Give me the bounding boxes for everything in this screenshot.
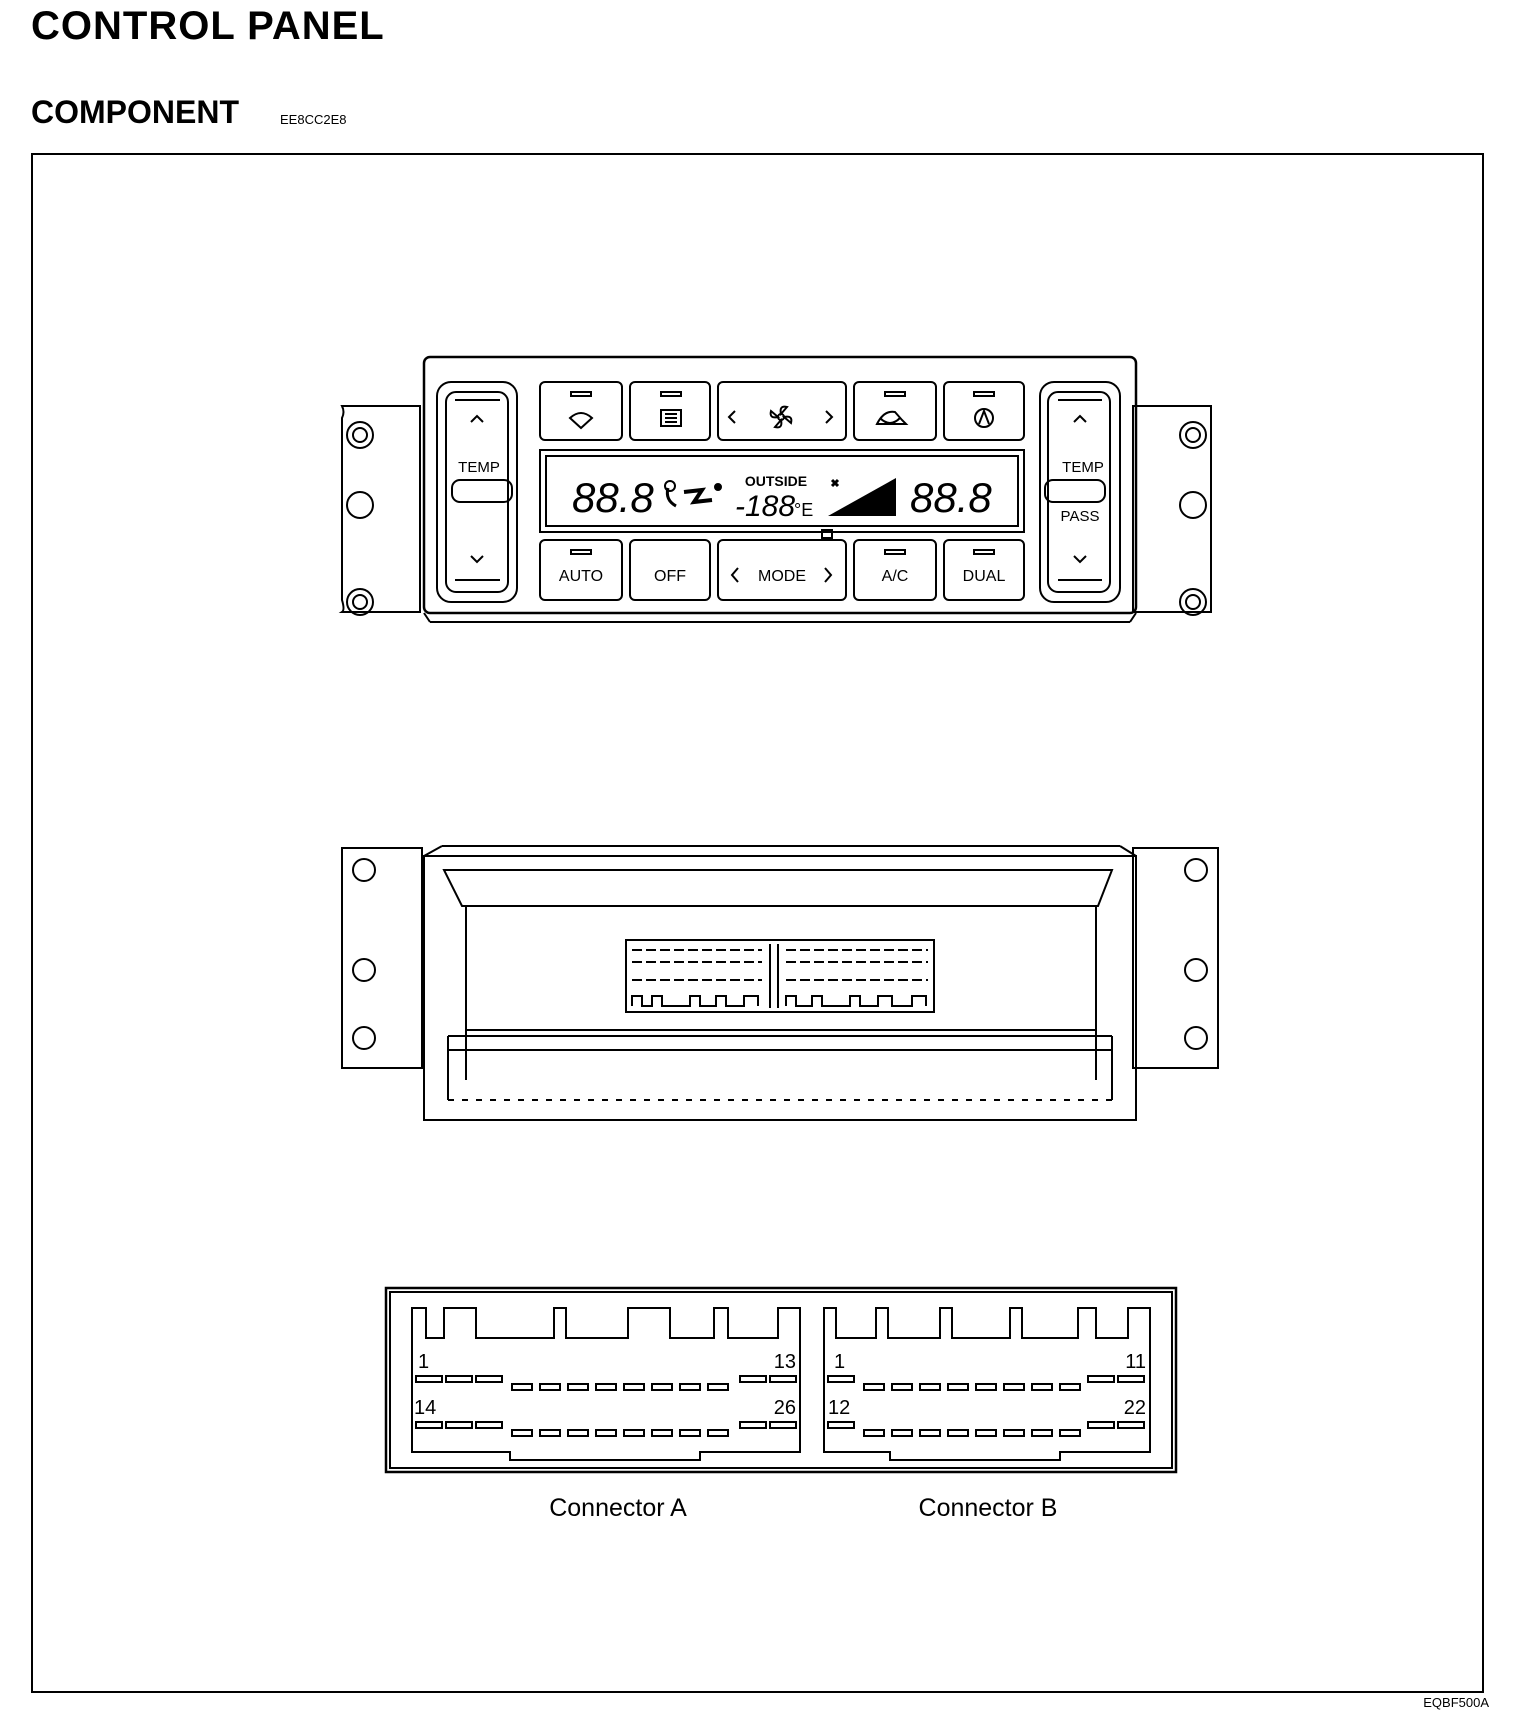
connector-b-label: Connector B [919, 1494, 1058, 1522]
airflow-mode-icon [664, 480, 722, 508]
connector-diagram: 1 13 14 26 1 11 12 22 Connector A Conne [384, 1286, 1178, 1522]
screw-hole [1179, 491, 1207, 519]
recirculation-icon [875, 410, 909, 425]
connector-a-housing [411, 1307, 801, 1461]
screw-hole [346, 421, 374, 449]
fan-display-icon [830, 478, 840, 488]
screw-hole [352, 958, 376, 982]
fan-decrease-arrow-icon [727, 410, 736, 424]
front-defrost-button[interactable] [539, 381, 623, 441]
connector-a-pin-14: 14 [414, 1397, 436, 1419]
fan-icon [769, 405, 793, 429]
auto-button[interactable] [539, 539, 623, 601]
outside-temp-unit: °E [794, 500, 813, 520]
connector-b-pin-22: 22 [1124, 1397, 1146, 1419]
off-button[interactable] [629, 539, 711, 601]
indicator-led [570, 391, 592, 397]
bottom-button-row: AUTO OFF MODE A/C DUAL [539, 539, 1025, 601]
left-mounting-ear [338, 405, 421, 613]
connector-a-pin-26: 26 [774, 1397, 796, 1419]
screw-hole [1179, 588, 1207, 616]
screw-hole [352, 858, 376, 882]
indicator-led [570, 549, 592, 555]
front-defrost-icon [568, 412, 594, 430]
rear-connector-socket [625, 939, 935, 1013]
front-panel: TEMP TEMP PASS [338, 355, 1212, 623]
screw-hole [352, 1026, 376, 1050]
left-rear-ear [341, 847, 423, 1069]
ac-button-label: A/C [882, 568, 909, 585]
connector-a-pin-1: 1 [418, 1351, 429, 1373]
dual-button-label: DUAL [963, 568, 1006, 585]
outside-temp-display: -188 [735, 490, 795, 523]
right-temp-rocker[interactable] [1039, 381, 1121, 603]
connector-a-pin-13: 13 [774, 1351, 796, 1373]
down-arrow-icon [470, 555, 484, 564]
connector-b: 1 11 12 22 [823, 1307, 1151, 1461]
connector-a-bottom-pins [415, 1421, 797, 1437]
indicator-led [660, 391, 682, 397]
mode-button[interactable] [717, 539, 847, 601]
screw-hole [1179, 421, 1207, 449]
connector-b-housing [823, 1307, 1151, 1461]
connector-b-pin-11: 11 [1125, 1351, 1146, 1373]
auto-button-label: AUTO [559, 568, 603, 585]
left-temp-display: 88.8 [572, 474, 654, 521]
screw-hole [346, 588, 374, 616]
connector-a: 1 13 14 26 [411, 1307, 801, 1461]
dual-button[interactable] [943, 539, 1025, 601]
sensor-window [821, 529, 833, 539]
screw-hole [1184, 1026, 1208, 1050]
connector-a-label: Connector A [549, 1494, 687, 1522]
indicator-led [884, 549, 906, 555]
section-subtitle: COMPONENT [31, 94, 239, 130]
mode-right-arrow-icon [824, 567, 833, 583]
connector-outline [384, 1286, 1178, 1474]
fan-speed-button[interactable] [717, 381, 847, 441]
pass-label: PASS [1061, 508, 1100, 525]
page-title: CONTROL PANEL [31, 4, 385, 48]
screw-hole [1184, 958, 1208, 982]
up-arrow-icon [470, 414, 484, 423]
connector-b-top-pins [827, 1375, 1145, 1391]
mode-left-arrow-icon [730, 567, 739, 583]
connector-b-pin-12: 12 [828, 1397, 850, 1419]
connector-b-pin-1: 1 [834, 1351, 845, 1373]
fan-level-bar [828, 478, 896, 516]
diagram-canvas: TEMP TEMP PASS [338, 355, 1219, 1522]
connector-b-bottom-pins [827, 1421, 1145, 1437]
rear-view [341, 845, 1219, 1121]
mode-button-label: MODE [758, 568, 806, 585]
rear-housing [423, 855, 1137, 1121]
indicator-led [884, 391, 906, 397]
section-code: EE8CC2E8 [280, 112, 347, 127]
recirculation-button[interactable] [853, 381, 937, 441]
fan-increase-arrow-icon [825, 410, 834, 424]
diagram-frame: TEMP TEMP PASS [31, 153, 1484, 1693]
down-arrow-icon [1073, 555, 1087, 564]
up-arrow-icon [1073, 414, 1087, 423]
right-mounting-ear [1132, 405, 1212, 613]
right-temp-label: TEMP [1062, 459, 1104, 476]
ac-button[interactable] [853, 539, 937, 601]
rear-defrost-icon [660, 409, 682, 427]
left-temp-rocker[interactable] [436, 381, 518, 603]
right-rear-ear [1132, 847, 1219, 1069]
rear-defrost-button[interactable] [629, 381, 711, 441]
panel-body [422, 355, 1138, 615]
screw-hole [346, 491, 374, 519]
right-temp-display: 88.8 [910, 474, 992, 521]
left-temp-label: TEMP [458, 459, 500, 476]
top-button-row [539, 381, 1025, 441]
screw-hole [1184, 858, 1208, 882]
off-button-label: OFF [654, 568, 686, 585]
outside-label: OUTSIDE [745, 473, 807, 489]
figure-code: EQBF500A [1423, 1695, 1489, 1710]
indicator-led [973, 391, 995, 397]
connector-a-top-pins [415, 1375, 797, 1391]
indicator-led [973, 549, 995, 555]
auto-function-button[interactable] [943, 381, 1025, 441]
